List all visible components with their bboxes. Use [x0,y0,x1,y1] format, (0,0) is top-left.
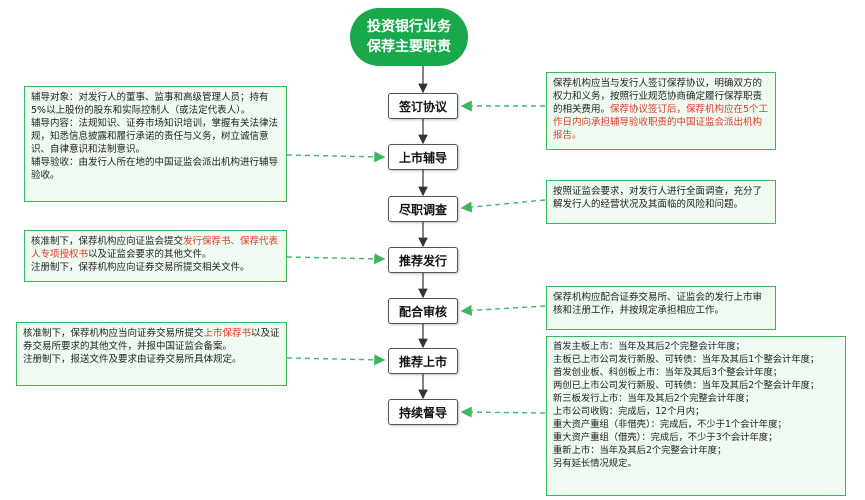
step-due-diligence: 尽职调查 [388,196,458,222]
step-continuous-supervision: 持续督导 [388,399,458,425]
supervision-item: 重新上市：当年及其后2个完整会计年度； [553,445,727,456]
note-due-diligence: 按照证监会要求，对发行人进行全面调查，充分了解发行人的经营状况及其面临的风险和问… [546,180,776,224]
note-agreement-highlight: 保荐协议签订后，保荐机构应在5个工作日内向承担辅导验收职责的中国证监会派出机构报… [553,104,769,141]
note-issuance-text-a: 核准制下，保荐机构应向证监会提交 [31,236,184,247]
supervision-item: 首发创业板、科创板上市：当年及其后3个整会计年度； [553,367,783,378]
supervision-item: 主板已上市公司发行新股、可转债：当年及其后1个整会计年度； [553,354,820,365]
note-listing-highlight: 上市保荐书 [203,328,252,339]
step-listing-tutoring: 上市辅导 [388,144,458,170]
note-tutoring-targets: 辅导对象：对发行人的董事、监事和高级管理人员；持有5%以上股份的股东和实际控制人… [31,92,269,116]
supervision-item: 新三板发行上市：当年及其后2个完整会计年度； [553,393,755,404]
step-sign-agreement: 签订协议 [388,93,458,119]
note-issuance: 核准制下，保荐机构应向证监会提交发行保荐书、保荐代表人专项授权书以及证监会要求的… [24,230,287,282]
connector-tutoring [286,151,386,163]
note-review: 保荐机构应配合证券交易所、证监会的发行上市审核和注册工作，并按规定承担相应工作。 [546,286,776,330]
step-recommend-issuance: 推荐发行 [388,247,458,273]
note-agreement: 保荐机构应当与发行人签订保荐协议，明确双方的权力和义务，按照行业规范协商确定履行… [546,72,776,150]
connector-due-diligence [460,199,546,213]
note-supervision: 首发主板上市：当年及其后2个完整会计年度； 主板已上市公司发行新股、可转债：当年… [546,336,846,496]
connector-listing [286,354,386,366]
note-listing-text-a: 核准制下，保荐机构应当向证券交易所提交 [23,328,204,339]
step-assist-review: 配合审核 [388,298,458,324]
connector-supervision [460,406,546,418]
note-tutoring: 辅导对象：对发行人的董事、监事和高级管理人员；持有5%以上股份的股东和实际控制人… [24,86,287,202]
note-listing-registration: 注册制下，报送文件及要求由证券交易所具体规定。 [23,354,242,365]
supervision-item: 重大资产重组（非借壳）：完成后，不少于1个会计年度； [553,419,787,430]
note-tutoring-acceptance: 辅导验收：由发行人所在地的中国证监会派出机构进行辅导验收。 [31,157,279,181]
note-agreement-text: 保荐机构应当与发行人签订保荐协议，明确双方的权力和义务，按照行业规范协商确定履行… [553,78,763,115]
note-listing-text-c: 以及证券交易所要求的其他文件，并报中国证监会备案。 [23,328,280,352]
supervision-item: 重大资产重组（借壳）：完成后，不少于3个会计年度； [553,432,778,443]
supervision-item: 上市公司收购：完成后，12个月内； [553,406,705,417]
note-issuance-registration: 注册制下，保荐机构应向证券交易所提交相关文件。 [31,262,250,273]
title-line-2: 保荐主要职责 [367,39,451,55]
note-listing: 核准制下，保荐机构应当向证券交易所提交上市保荐书以及证券交易所要求的其他文件，并… [16,322,287,386]
supervision-item: 两创已上市公司发行新股、可转债：当年及其后2个整会计年度； [553,380,820,391]
note-due-diligence-text: 按照证监会要求，对发行人进行全面调查，充分了解发行人的经营状况及其面临的风险和问… [553,186,763,210]
note-review-text: 保荐机构应配合证券交易所、证监会的发行上市审核和注册工作，并按规定承担相应工作。 [553,292,763,316]
supervision-item: 另有延长情况规定。 [553,458,637,469]
note-issuance-text-c: 以及证监会要求的其他文件。 [88,249,212,260]
title-line-1: 投资银行业务 [367,19,451,35]
note-issuance-highlight: 发行保荐书、保荐代表人专项授权书 [31,236,279,260]
supervision-item: 首发主板上市：当年及其后2个完整会计年度； [553,341,745,352]
step-recommend-listing: 推荐上市 [388,348,458,374]
connector-review [460,304,546,317]
note-tutoring-content: 辅导内容：法规知识、证券市场知识培训，掌握有关法律法规，知悉信息披露和履行承诺的… [31,118,279,155]
connector-issuance [286,253,386,265]
title-node: 投资银行业务 保荐主要职责 [350,8,468,66]
